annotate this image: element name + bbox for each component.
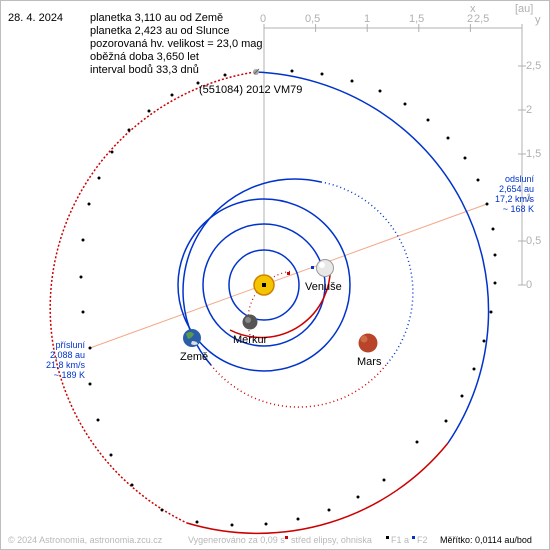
- x-axis-label: x: [470, 3, 476, 15]
- info-distance-sun: planetka 2,423 au od Slunce: [90, 25, 230, 37]
- axes: [263, 24, 526, 286]
- axis-unit-label: [au]: [515, 3, 534, 15]
- y-tick-1-5: 1,5: [526, 148, 542, 160]
- mercury-path-segment: [247, 270, 293, 336]
- info-magnitude: pozorovaná hv. velikost = 23,0 mag: [90, 38, 263, 50]
- y-axis-label: y: [535, 14, 541, 26]
- info-distance-earth: planetka 3,110 au od Země: [90, 12, 224, 24]
- aphelion-temp: ~ 168 K: [502, 204, 534, 214]
- footer-f1: F1 a: [391, 535, 410, 545]
- y-tick-2: 2: [526, 104, 533, 116]
- asteroid-ticks: [79, 69, 497, 527]
- mercury-icon: [242, 314, 258, 330]
- footer-copyright: © 2024 Astronomia, astronomia.zcu.cz: [8, 535, 163, 545]
- venus-label: Venuše: [305, 281, 342, 293]
- aphelion-info: odsluní 2,654 au 17,2 km/s ~ 168 K: [488, 174, 534, 214]
- footer-f2: F2: [417, 535, 428, 545]
- y-tick-1: 1: [526, 192, 533, 204]
- venus-path-segment: [229, 261, 332, 339]
- date-label: 28. 4. 2024: [8, 12, 64, 24]
- perihelion-info: přísluní 2,088 au 21,8 km/s ~ 189 K: [38, 340, 85, 380]
- earth-label: Země: [180, 351, 209, 363]
- y-tick-2-5: 2,5: [526, 60, 542, 72]
- x-tick-2: 2: [467, 13, 474, 25]
- perihelion-title: přísluní: [55, 340, 85, 350]
- x-tick-1-5: 1,5: [409, 13, 425, 25]
- mars-label: Mars: [357, 356, 382, 368]
- focus-marker: [311, 266, 314, 269]
- mercury-label: Merkur: [233, 334, 268, 346]
- footer-generated: Vygenerováno za 0,09 s: [188, 535, 285, 545]
- legend-f1-marker: [386, 536, 389, 539]
- venus-icon: [316, 259, 334, 277]
- mercury-orbit: [228, 249, 300, 321]
- x-tick-0: 0: [260, 13, 267, 25]
- object-name: (551084) 2012 VM79: [199, 84, 303, 96]
- aphelion-title: odsluní: [504, 174, 534, 184]
- aphelion-speed: 17,2 km/s: [494, 194, 534, 204]
- asteroid-orbit: [49, 71, 490, 535]
- perihelion-speed: 21,8 km/s: [45, 360, 85, 370]
- x-tick-2-5: 2,5: [474, 13, 490, 25]
- y-tick-0: 0: [526, 279, 533, 291]
- legend-center-marker: [285, 536, 288, 539]
- ellipse-center-marker: [287, 272, 290, 275]
- venus-orbit: [202, 223, 326, 347]
- aphelion-distance: 2,654 au: [498, 184, 534, 194]
- asteroid-marker: [253, 68, 260, 75]
- perihelion-temp: ~ 189 K: [53, 370, 85, 380]
- legend-f2-marker: [412, 536, 415, 539]
- earth-orbit: [177, 198, 351, 372]
- info-interval: interval bodů 33,3 dnů: [90, 64, 199, 76]
- info-period: oběžná doba 3,650 let: [90, 51, 199, 63]
- perihelion-distance: 2,088 au: [49, 350, 85, 360]
- earth-icon: [183, 329, 201, 347]
- x-tick-1: 1: [364, 13, 371, 25]
- footer-center-label: střed elipsy, ohniska: [291, 535, 372, 545]
- footer-scale: Měřítko: 0,0114 au/bod: [440, 535, 532, 545]
- apsidal-line: [89, 203, 488, 349]
- y-tick-0-5: 0,5: [526, 235, 542, 247]
- x-tick-0-5: 0,5: [305, 13, 321, 25]
- mars-icon: [358, 333, 378, 353]
- sun-icon: [253, 274, 275, 296]
- planet-orbits: [177, 198, 351, 372]
